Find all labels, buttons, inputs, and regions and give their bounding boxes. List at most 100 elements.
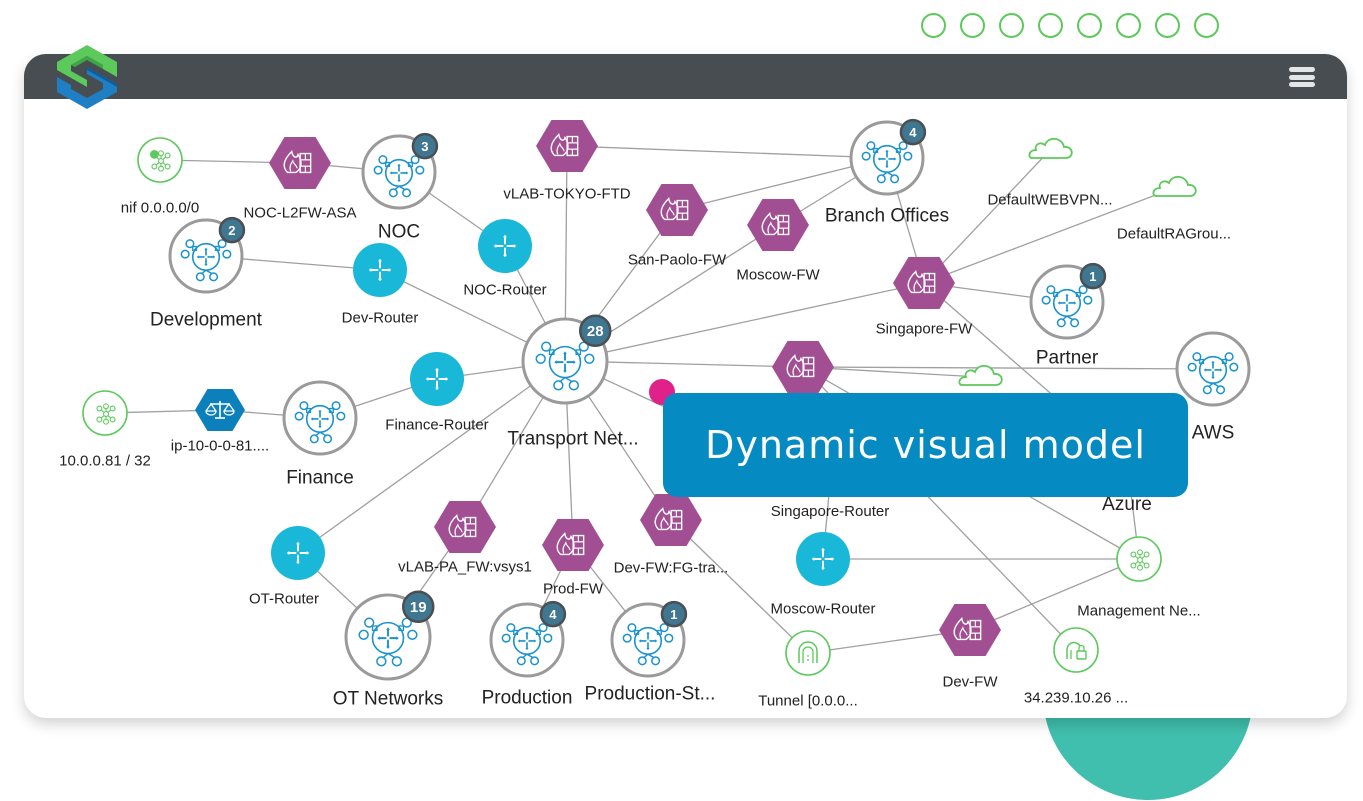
node-finance[interactable]: Finance [282,380,358,488]
node-vpn-ip[interactable]: 34.239.10.26 ... [1024,627,1128,707]
node-label: 34.239.10.26 ... [1024,690,1128,707]
node-label: NOC [378,221,420,242]
node-label: DefaultRAGrou... [1117,226,1231,243]
subnet-icon [150,150,171,172]
count-badge-text: 2 [228,223,235,238]
node-label: Moscow-Router [770,601,875,618]
node-subnet-10[interactable]: 10.0.0.81 / 32 [59,390,151,470]
count-badge [1079,262,1107,290]
node-aws[interactable]: AWS [1175,331,1251,443]
node-label: Singapore-FW [876,321,974,338]
edge-tokyo-branch [566,145,888,159]
node-label: Singapore-Router [771,503,889,520]
network-group-icon [358,617,418,667]
node-label: nif 0.0.0.0/0 [121,200,199,217]
node-center-fw[interactable] [772,341,834,393]
node-label: vLAB-PA_FW:vsys1 [398,559,532,576]
decorative-dot [1038,13,1063,38]
count-badge [411,132,439,160]
count-badge [218,216,246,244]
edge-singapore-fw-webvpn [923,149,1051,284]
network-group-icon [1187,352,1239,395]
node-label: Azure [1102,494,1152,515]
hamburger-menu-icon[interactable] [1289,67,1315,87]
tunnel-icon [798,641,818,663]
node-noc-router[interactable]: NOC-Router [463,219,547,299]
cloud-icon [1152,175,1197,197]
decorative-dot [960,13,985,38]
edge-singapore-fw-transport [564,282,925,362]
node-azure[interactable]: Azure [1102,494,1152,515]
node-singapore-fw[interactable]: Singapore-FW [876,257,974,338]
node-prod-fw[interactable]: Prod-FW [542,519,604,598]
firewall-icon [660,196,689,221]
subnet-icon [1130,549,1150,571]
node-sanpaolo[interactable]: San-Paolo-FW [628,184,727,269]
node-singapore-router[interactable]: Singapore-Router [771,503,889,520]
node-ot-router[interactable]: OT-Router [249,526,325,608]
network-group-icon [622,623,674,666]
node-tokyo[interactable]: vLAB-TOKYO-FTD [503,120,631,203]
cloud-icon [1028,137,1073,159]
firewall-icon [907,269,936,294]
node-ragrou[interactable]: DefaultRAGrou... [1117,175,1231,243]
decorative-dot [999,13,1024,38]
node-label: 10.0.0.81 / 32 [59,453,151,470]
count-badge [401,590,435,624]
router-circle [271,526,325,580]
count-badge-text: 1 [1089,269,1096,284]
node-label: vLAB-TOKYO-FTD [503,186,630,203]
router-arrows-icon [286,541,310,565]
node-mgmt[interactable]: Management Ne... [1077,536,1201,620]
router-arrows-icon [368,258,392,282]
node-webvpn[interactable]: DefaultWEBVPN... [987,137,1113,209]
node-cloud-mid[interactable] [958,364,1003,386]
router-circle [796,532,850,586]
node-nif[interactable]: nif 0.0.0.0/0 [121,137,199,217]
count-badge-text: 1 [670,607,677,622]
group-node-ring [1175,331,1251,407]
node-dev-router[interactable]: Dev-Router [342,243,419,327]
node-label: Management Ne... [1077,603,1200,620]
count-badge [578,314,612,348]
node-label: OT Networks [333,688,444,709]
node-dev-fw[interactable]: Dev-FW [939,604,1001,691]
edge-devfg-tunnel [670,519,809,654]
firewall-icon [448,513,477,538]
decorative-dot [1194,13,1219,38]
node-moscow-router[interactable]: Moscow-Router [770,532,876,618]
node-label: Finance-Router [385,417,488,434]
node-lb[interactable]: ip-10-0-0-81.... [171,389,269,455]
edge-center-fw-aws [802,366,1214,370]
subnet-icon [96,403,116,425]
feature-callout: Dynamic visual model [663,393,1188,497]
firewall-icon [786,353,815,378]
node-label: Partner [1036,347,1099,368]
brand-logo [57,45,117,109]
node-noc-asa[interactable]: NOC-L2FW-ASA [243,137,357,222]
node-tunnel[interactable]: Tunnel [0.0.0... [758,630,858,710]
node-finance-router[interactable]: Finance-Router [385,352,489,434]
network-group-icon [535,341,595,391]
scale-balance-icon [205,401,235,419]
node-label: Branch Offices [825,205,949,226]
node-label: Prod-FW [543,581,604,598]
vpn-lock-icon [1066,641,1087,660]
node-label: NOC-L2FW-ASA [243,205,356,222]
count-badge-text: 4 [549,607,557,622]
decorative-dot [921,13,946,38]
node-pa-fw[interactable]: vLAB-PA_FW:vsys1 [398,501,532,576]
node-moscow-fw[interactable]: Moscow-FW [736,199,821,284]
firewall-icon [953,616,982,641]
node-devfg[interactable]: Dev-FW:FG-tra... [614,494,729,577]
node-production-st[interactable]: 1Production-St... [585,600,716,704]
network-group-icon [294,401,346,444]
edge-transport-ot-router [297,360,566,554]
